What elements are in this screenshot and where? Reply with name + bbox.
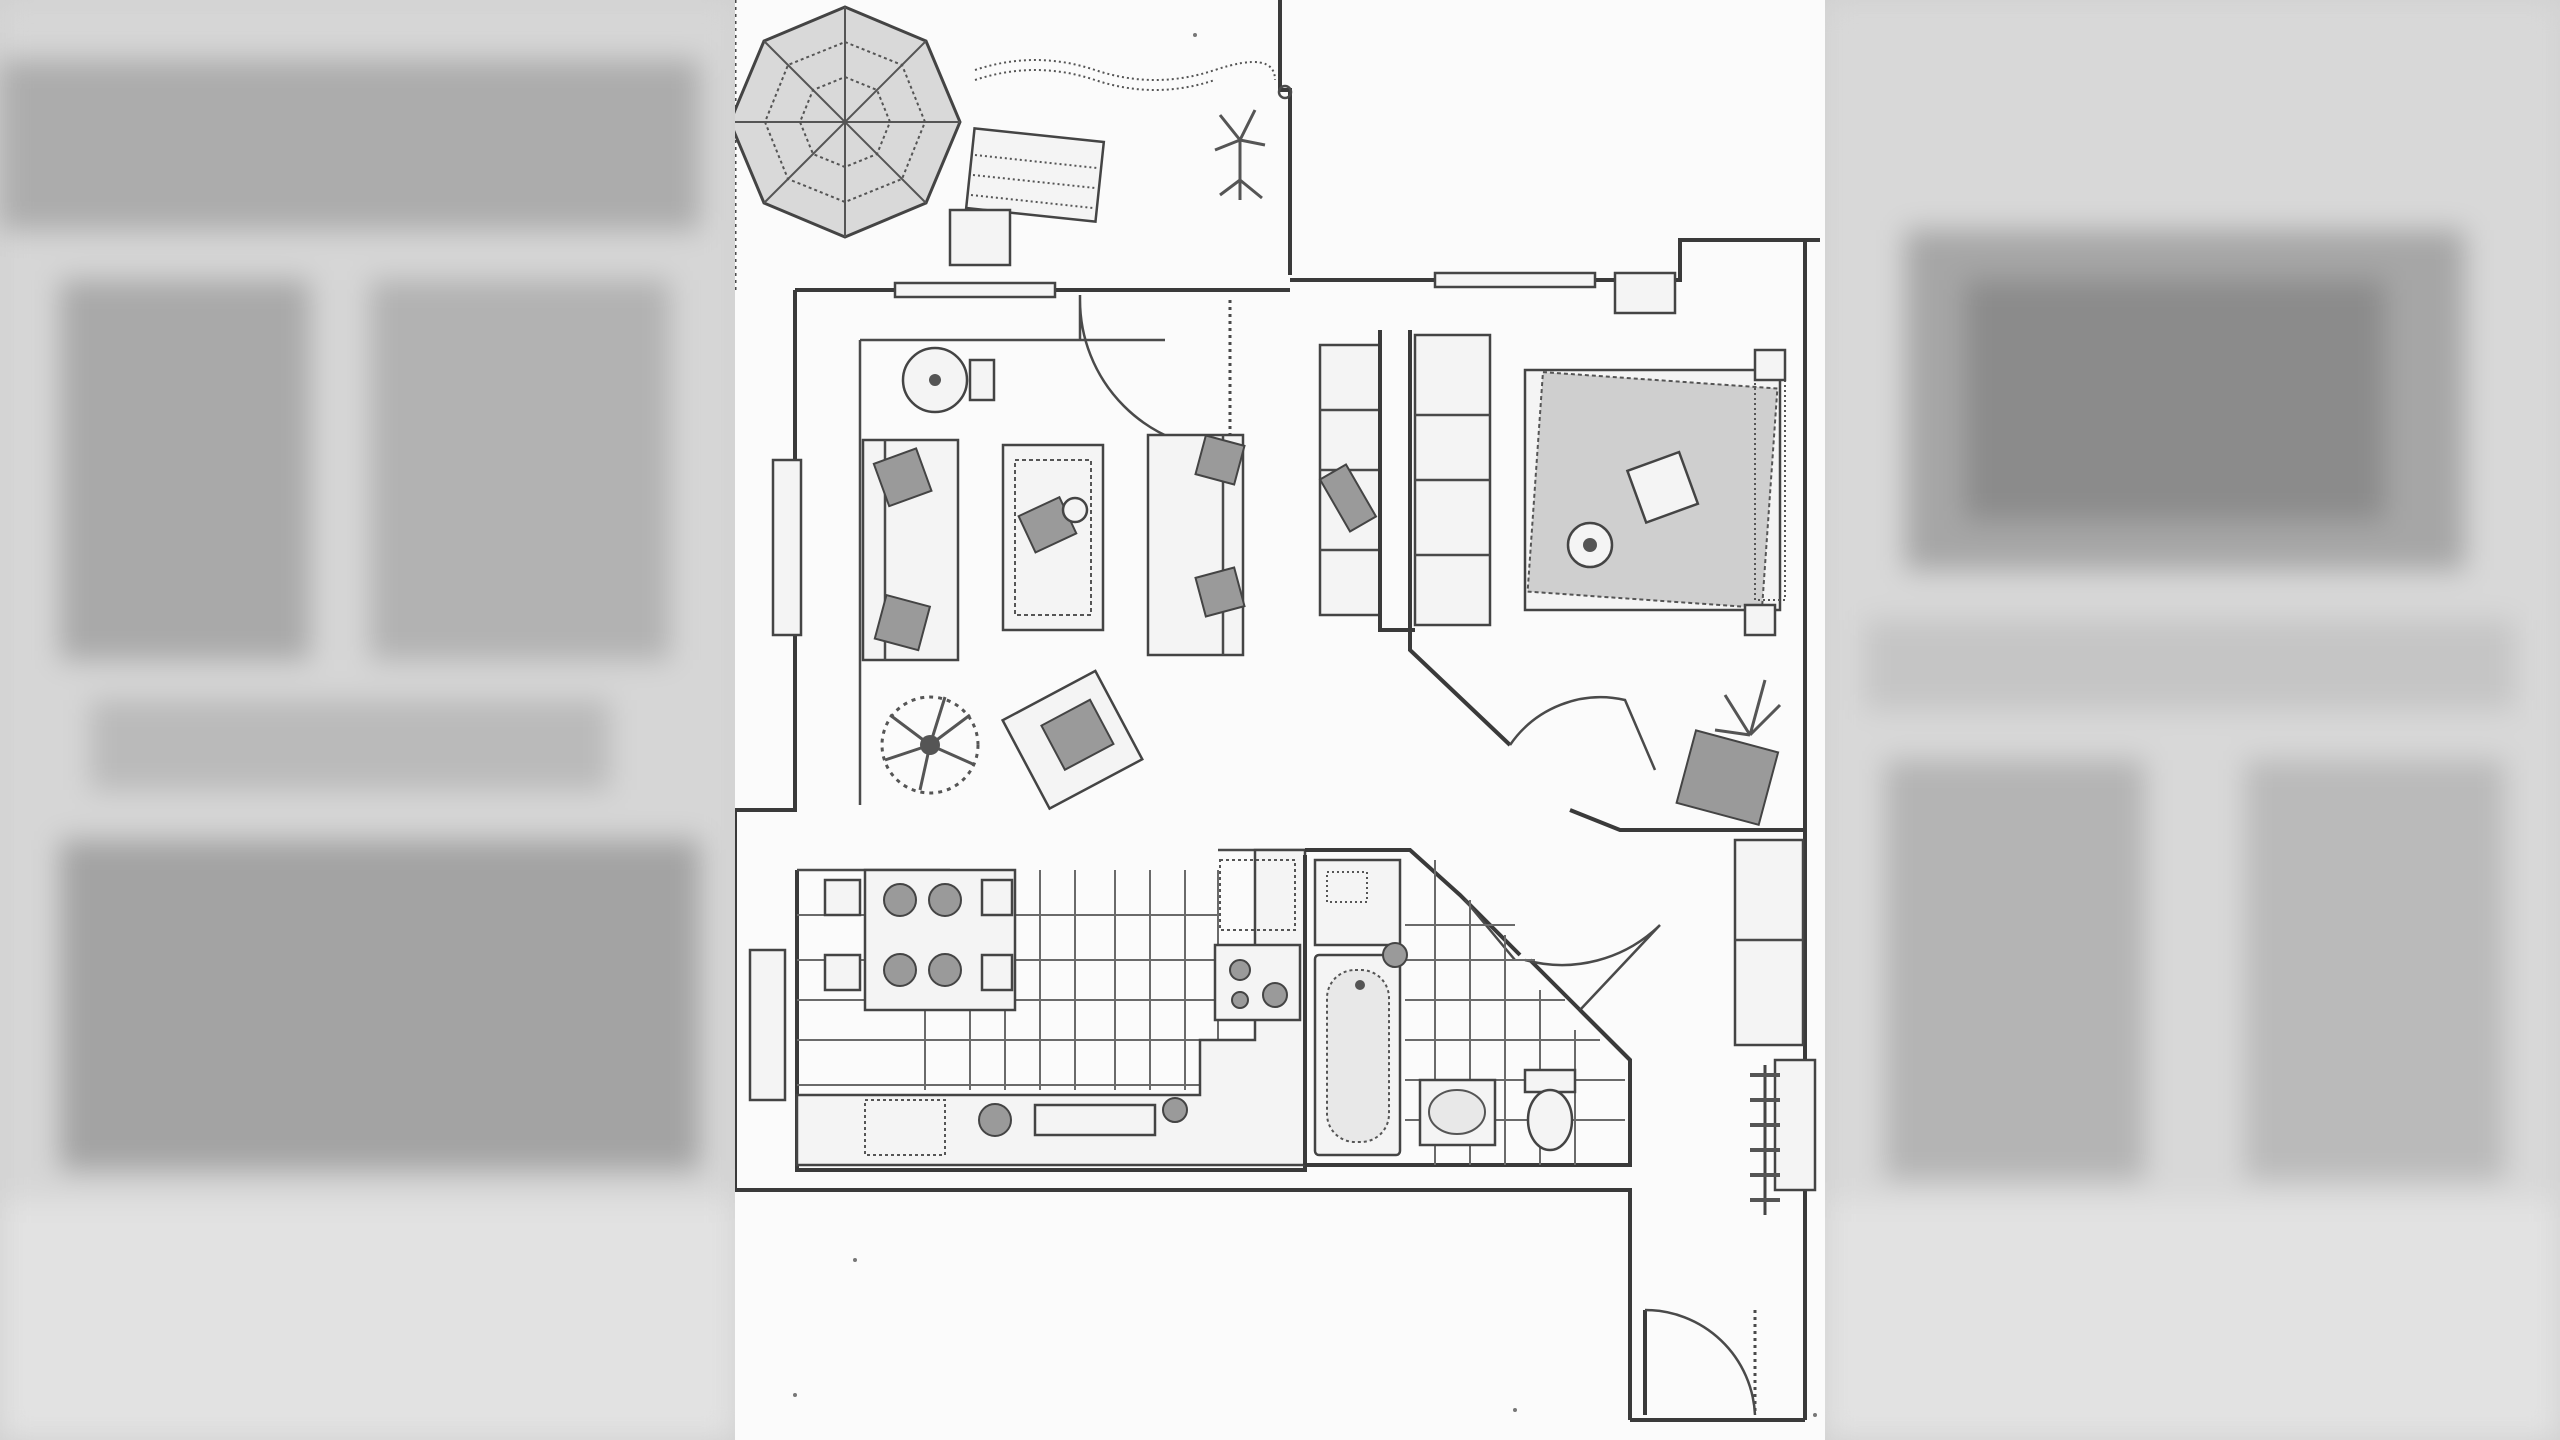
kitchen-dining [795,848,1307,1172]
floor-plant-icon [880,695,980,795]
window-bedroom-niche [1613,271,1677,315]
floor-plan-drawing [735,0,1820,1422]
scan-noise [793,33,1817,1417]
bathroom-tile-floor [1405,860,1625,1165]
hedge-icon [974,59,1276,81]
armchair-icon [1000,669,1144,811]
terrace [735,0,1293,290]
hall-wall-west [1578,1008,1632,1165]
faucet-icon [1382,942,1408,968]
bedroom-wall-south [1569,808,1805,832]
deck-chair-icon [948,127,1106,267]
countertop-appliance [1033,1103,1157,1137]
kettle-icon [978,1103,1012,1137]
hedge-icon-lower [974,69,1216,91]
living-room [861,295,1246,811]
stove-icon [1213,943,1302,1022]
bathroom [1303,848,1661,1167]
bathroom-door-gap [1464,899,1516,961]
sofa-icon [861,438,960,662]
bedroom-armchair-icon [1675,729,1780,827]
bedroom-wall-diagonal [1408,330,1512,747]
blurred-plan-right [1825,0,2560,1440]
floor-plan-sheet [735,0,1825,1440]
nightstand-icon [1743,603,1777,637]
dining-chair [823,878,862,917]
window-living-west [771,458,803,637]
blurred-background-right [1825,0,2560,1440]
wall-south [735,1188,1632,1420]
bedroom-door-swing [1508,696,1657,771]
corridor-wall [1378,330,1415,632]
dining-chair [980,878,1014,917]
kitchen-counter-icon [795,848,1307,1167]
window-bedroom-north [1433,271,1597,289]
potted-plant-icon [1214,109,1266,200]
terrace-wall-right [1278,0,1292,275]
coffee-table-icon [1001,443,1105,632]
blurred-plan-left [0,0,735,1440]
dining-chair [823,953,862,992]
terrace-door-swing [1078,295,1231,452]
bathroom-door-swing [1524,924,1661,1011]
coat-rack-icon [1750,1065,1780,1215]
dining-table-icon [823,868,1017,1012]
window-living-north [893,281,1057,299]
window-kitchen-west [748,948,787,1102]
door-icon [1643,1308,1757,1416]
bedroom [1413,333,1787,827]
bedroom-plant-icon [1714,679,1782,737]
hall-closet-icon [1733,838,1805,1047]
parasol-icon [735,5,962,239]
dining-chair [980,953,1014,992]
bathtub-icon [1313,953,1402,1157]
windows [748,271,1817,1192]
washbasin-icon [1418,1078,1497,1147]
terrace-post [1277,84,1293,100]
toilet-icon [1523,1068,1577,1152]
washing-machine-icon [1313,858,1402,947]
sofa-icon-right [1146,433,1246,657]
blurred-background-left [0,0,735,1440]
wardrobe-shelving [1318,330,1805,832]
sink-icon [864,1099,946,1156]
entrance-hall [1578,838,1805,1416]
bed-icon [1523,348,1787,612]
radiator-hall [1773,1058,1817,1192]
terrace-side-table [948,208,1012,267]
round-side-table-icon [901,346,996,414]
